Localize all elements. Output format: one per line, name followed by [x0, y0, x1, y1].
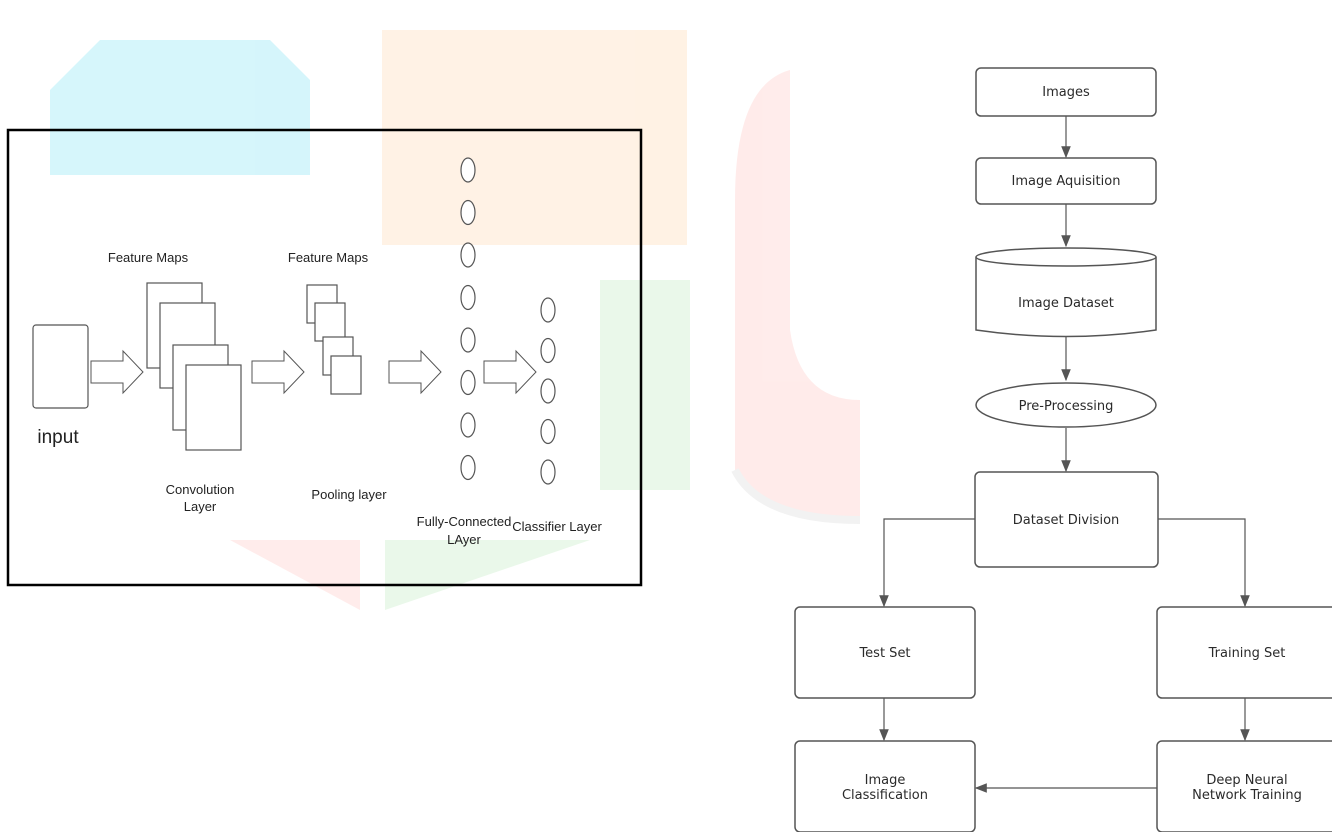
- fully-connected-nodes: [460, 157, 476, 481]
- cnn-architecture-diagram: Feature Maps Feature Maps input Convolut…: [6, 128, 643, 587]
- arch-logo-icon: [731, 70, 861, 524]
- classifier-node: [540, 459, 556, 485]
- cloud-logo-icon: [50, 40, 310, 175]
- fc-node: [460, 284, 476, 311]
- arrow-conv-to-pool: [251, 349, 305, 395]
- fc-node: [460, 157, 476, 183]
- images-node: [975, 67, 1157, 117]
- image-dataset-label: Image Dataset: [1018, 296, 1114, 311]
- fully-connected-label-line1: Fully-Connected: [417, 514, 512, 529]
- fc-node: [460, 412, 476, 438]
- fc-node: [460, 369, 476, 396]
- training-set-label: Training Set: [1208, 646, 1286, 661]
- feature-maps-label-1: Feature Maps: [108, 250, 189, 265]
- fc-node: [460, 454, 476, 481]
- classifier-label: Classifier Layer: [512, 519, 602, 534]
- classifier-node: [540, 378, 556, 404]
- classifier-node: [540, 418, 556, 445]
- test-set-label: Test Set: [858, 646, 910, 661]
- arrow-input-to-conv: [90, 349, 144, 395]
- conv-feature-maps: [146, 282, 242, 451]
- convolution-label-line1: Convolution: [166, 482, 235, 497]
- fc-node: [460, 242, 476, 268]
- training-set-node: [1156, 606, 1332, 699]
- image-acquisition-label: Image Aquisition: [1012, 174, 1121, 189]
- pool-feature-maps: [306, 284, 362, 395]
- classifier-node: [540, 337, 556, 364]
- fc-node: [460, 327, 476, 353]
- arrow-pool-to-fc: [388, 349, 442, 395]
- dnn-training-label-line1: Deep Neural: [1206, 773, 1287, 788]
- arrow-fc-to-classifier: [483, 349, 537, 395]
- pooling-label: Pooling layer: [311, 487, 387, 502]
- dnn-training-label-line2: Network Training: [1192, 788, 1302, 803]
- pre-processing-node: [975, 382, 1157, 428]
- dataset-division-node: [974, 471, 1159, 568]
- image-classification-label-line1: Image: [865, 773, 906, 788]
- classifier-node: [540, 297, 556, 323]
- fc-node: [460, 199, 476, 226]
- fully-connected-label-line2: LAyer: [447, 532, 481, 547]
- flow-connectors: [879, 116, 1250, 793]
- classifier-nodes: [540, 297, 556, 485]
- workflow-flowchart: Images Image Aquisition Image Dataset Pr…: [794, 67, 1332, 832]
- convolution-label-line2: Layer: [184, 499, 217, 514]
- dnn-training-node: [1156, 740, 1332, 832]
- image-dataset-node: [975, 247, 1157, 338]
- input-image-box: [32, 324, 89, 409]
- image-classification-label-line2: Classification: [842, 788, 928, 803]
- dataset-division-label: Dataset Division: [1013, 513, 1120, 528]
- image-acquisition-node: [975, 157, 1157, 205]
- image-classification-node: [794, 740, 976, 832]
- input-label: input: [37, 427, 79, 448]
- feature-maps-label-2: Feature Maps: [288, 250, 369, 265]
- watermark-logo: [50, 30, 861, 610]
- cnn-figure-frame: [6, 128, 643, 587]
- test-set-node: [794, 606, 976, 699]
- pre-processing-label: Pre-Processing: [1019, 399, 1114, 414]
- images-node-label: Images: [1042, 85, 1090, 100]
- bulb-logo-icon: [230, 30, 690, 610]
